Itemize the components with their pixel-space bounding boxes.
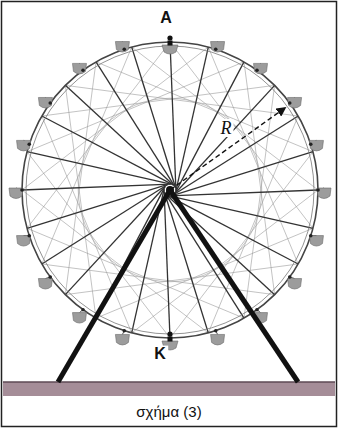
gondola: [211, 42, 225, 53]
chord: [42, 116, 132, 333]
rim-joint: [27, 142, 31, 146]
chord: [244, 62, 275, 295]
rim-joint: [309, 234, 313, 238]
rider-head: [167, 331, 172, 336]
gondola: [309, 140, 323, 151]
point-label: A: [158, 10, 174, 27]
spoke: [175, 85, 275, 193]
wheel: [9, 35, 331, 350]
gondola: [211, 334, 225, 345]
gondola: [38, 97, 52, 108]
rim-joint: [48, 275, 52, 279]
chord: [42, 85, 275, 116]
gondola: [254, 63, 268, 74]
spoke: [22, 184, 171, 190]
rim-joint: [255, 308, 259, 312]
rider-head: [167, 35, 172, 40]
gondola: [9, 188, 23, 199]
gondola: [17, 140, 31, 151]
gondola: [288, 279, 302, 290]
gondola: [162, 45, 178, 54]
gondola: [115, 42, 129, 53]
gondola: [317, 188, 331, 199]
gondola: [288, 97, 302, 108]
chord: [208, 47, 298, 264]
chord: [27, 42, 170, 228]
spoke: [27, 152, 171, 184]
spoke: [65, 186, 165, 294]
chord: [65, 62, 96, 295]
gondola: [72, 63, 86, 74]
chord: [22, 47, 208, 190]
spoke: [166, 195, 298, 264]
rim-joint: [288, 101, 292, 105]
figure-caption: σχήμα (3): [136, 403, 201, 420]
rider-body: [168, 41, 173, 46]
rim-joint: [214, 329, 218, 333]
chord: [244, 85, 275, 318]
rim-joint: [81, 308, 85, 312]
radius-label: R: [219, 119, 234, 137]
spoke: [169, 190, 318, 196]
spoke: [132, 47, 176, 188]
spoke: [170, 42, 176, 191]
rim-joint: [255, 68, 259, 72]
rim-joint: [122, 47, 126, 51]
chord: [65, 264, 298, 295]
gondola: [115, 334, 129, 345]
chord: [65, 85, 96, 318]
rim-joint: [20, 188, 24, 192]
support-leg: [170, 190, 298, 382]
rim-joint: [316, 188, 320, 192]
chord: [22, 190, 208, 333]
rim-joint: [214, 47, 218, 51]
rim-joint: [48, 101, 52, 105]
chord: [27, 62, 244, 152]
spoke: [164, 192, 244, 318]
rim-joint: [122, 329, 126, 333]
gondola: [72, 313, 86, 324]
rim-joint: [309, 142, 313, 146]
rim: [22, 42, 318, 338]
spoke: [172, 116, 298, 196]
chord: [170, 152, 313, 338]
spoke: [27, 184, 168, 228]
point-label: K: [152, 346, 168, 363]
rider-body: [168, 337, 173, 342]
ground: [3, 382, 335, 396]
support-leg: [58, 190, 170, 382]
ground-edge: [3, 381, 335, 383]
gondola: [38, 279, 52, 290]
rim-joint: [27, 234, 31, 238]
chord: [42, 264, 275, 295]
rim-joint: [81, 68, 85, 72]
chord: [132, 47, 318, 190]
spoke: [96, 62, 176, 188]
radius-arrow: [170, 107, 286, 190]
rim-inner: [26, 46, 314, 334]
spoke: [42, 116, 174, 185]
spoke: [176, 47, 208, 191]
spoke: [175, 62, 244, 194]
spoke: [65, 85, 173, 185]
rim-joint: [288, 275, 292, 279]
chord: [65, 85, 298, 116]
spoke: [164, 189, 170, 338]
chord: [170, 42, 313, 228]
